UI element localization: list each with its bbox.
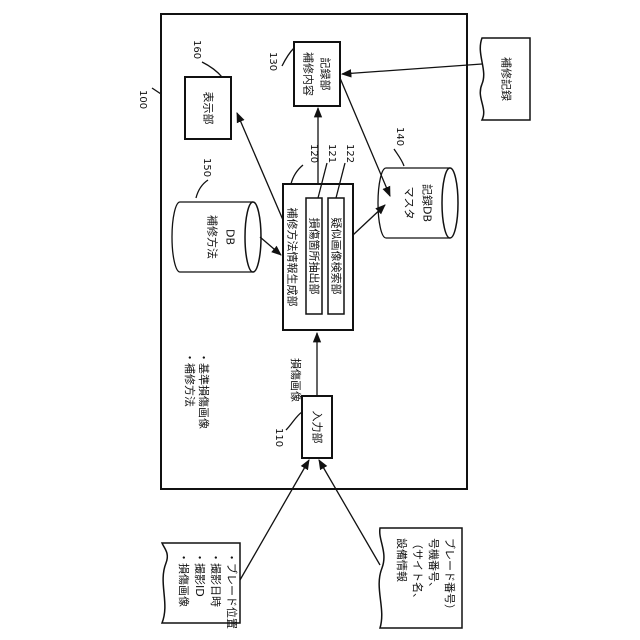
capture-item-4: ・ブレード位置: [225, 552, 239, 629]
arrow-label-damage-image: 損傷画像: [289, 358, 303, 402]
record-unit-ref: 130: [267, 52, 278, 71]
capture-item-2: ・撮影ID: [193, 552, 207, 597]
master-db-line1: マスタ: [403, 187, 416, 220]
equipment-line-1: 設備情報: [395, 538, 409, 582]
capture-item-1: ・損傷画像: [177, 552, 191, 607]
equipment-line-4: ブレード番号）: [443, 538, 457, 615]
capture-info-doc: ・損傷画像 ・撮影ID ・撮影日時 ・ブレード位置: [162, 543, 240, 629]
input-unit-ref: 110: [273, 428, 284, 447]
db-contents-item-2: ・基準損傷画像: [197, 352, 211, 429]
display-label: 表示部: [202, 92, 216, 125]
repair-db-line1: 補修方法: [206, 215, 220, 259]
repair-record-label: 補修記録: [500, 57, 514, 101]
extractor-ref: 121: [326, 144, 337, 163]
master-db-ref: 140: [394, 127, 405, 146]
capture-item-3: ・撮影日時: [209, 552, 223, 607]
generator-label: 補修方法情報生成部: [286, 208, 300, 307]
equipment-info-doc: 設備情報 （サイト名、 号機番号、 ブレード番号）: [379, 528, 462, 628]
display-ref: 160: [191, 40, 202, 59]
input-unit-label: 入力部: [311, 411, 325, 444]
repair-db-line2: DB: [224, 229, 237, 245]
master-db-line2: 記録DB: [421, 184, 435, 222]
system-ref: 100: [137, 90, 148, 109]
db-contents-item-1: ・補修方法: [183, 352, 197, 407]
extractor-label: 損傷箇所抽出部: [308, 218, 322, 295]
repair-db-ref: 150: [201, 158, 212, 177]
equipment-line-3: 号機番号、: [427, 538, 441, 593]
equipment-line-2: （サイト名、: [411, 538, 425, 604]
searcher-label: 疑似画像検索部: [330, 218, 344, 295]
record-unit-line2: 記録部: [319, 58, 333, 91]
searcher-ref: 122: [344, 144, 355, 163]
record-unit-line1: 補修内容: [302, 52, 316, 96]
repair-record-doc: 補修記録: [480, 38, 530, 120]
